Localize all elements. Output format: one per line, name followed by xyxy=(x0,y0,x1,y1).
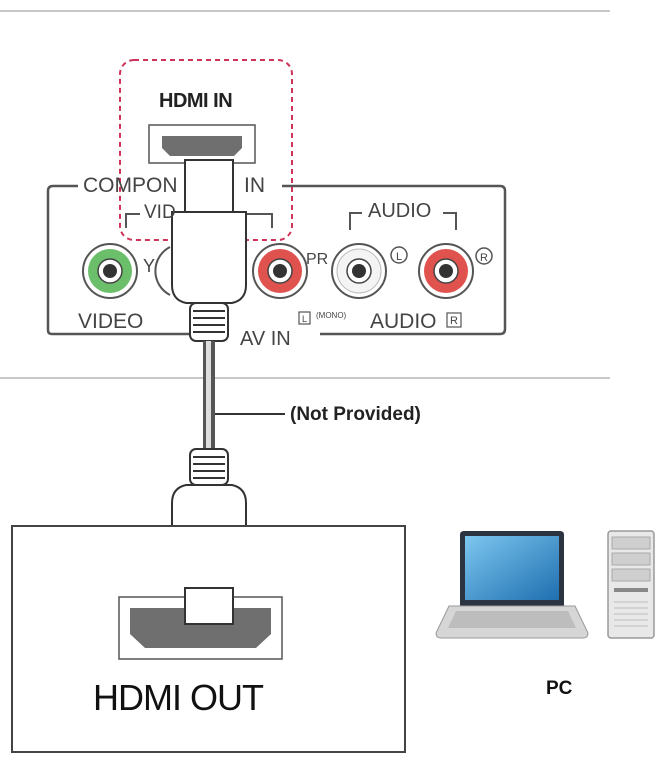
audio-group-bracket xyxy=(349,212,457,230)
mono-label: (MONO) xyxy=(316,311,347,320)
audio-group-label: AUDIO xyxy=(368,200,432,222)
audio-left-marker-text: L xyxy=(396,251,402,263)
audio-bottom-right-box-text: R xyxy=(450,315,458,327)
audio-right-marker-text: R xyxy=(480,252,488,264)
laptop-icon xyxy=(435,531,589,639)
video-bottom-label: VIDEO xyxy=(78,310,144,333)
component-label-left: COMPON xyxy=(83,174,178,197)
not-provided-label: (Not Provided) xyxy=(290,404,421,425)
jack-pr-red xyxy=(252,243,308,299)
desktop-tower-icon xyxy=(607,530,655,639)
hdmi-in-port xyxy=(148,124,256,164)
hdmi-in-label: HDMI IN xyxy=(159,90,233,112)
mono-left-box-text: L xyxy=(302,314,307,324)
hdmi-out-label: HDMI OUT xyxy=(93,677,264,718)
jack-audio-right-red xyxy=(418,243,474,299)
jack-audio-left-white xyxy=(331,243,387,299)
hdmi-cable-wire xyxy=(203,341,215,449)
audio-bottom-label: AUDIO xyxy=(370,310,437,333)
video-group-label: VID xyxy=(144,202,176,223)
mono-left-box xyxy=(298,311,311,325)
audio-right-marker: R xyxy=(475,247,493,265)
hdmi-cable-bottom-tip xyxy=(184,587,234,625)
audio-bottom-right-box xyxy=(446,312,462,328)
jack-y-label: Y xyxy=(143,256,156,276)
jack-pb-partial xyxy=(154,246,171,296)
jack-y-green xyxy=(82,243,138,299)
hdmi-cable-top-plug xyxy=(171,159,247,342)
av-panel-outline xyxy=(46,184,507,336)
audio-left-marker: L xyxy=(390,246,408,264)
hdmi-in-highlight xyxy=(119,59,293,241)
pc-label: PC xyxy=(546,678,573,699)
av-in-label: AV IN xyxy=(240,328,291,350)
hdmi-out-port xyxy=(118,596,283,660)
jack-pr-label: PR xyxy=(306,251,329,268)
component-label-right: IN xyxy=(244,174,265,197)
